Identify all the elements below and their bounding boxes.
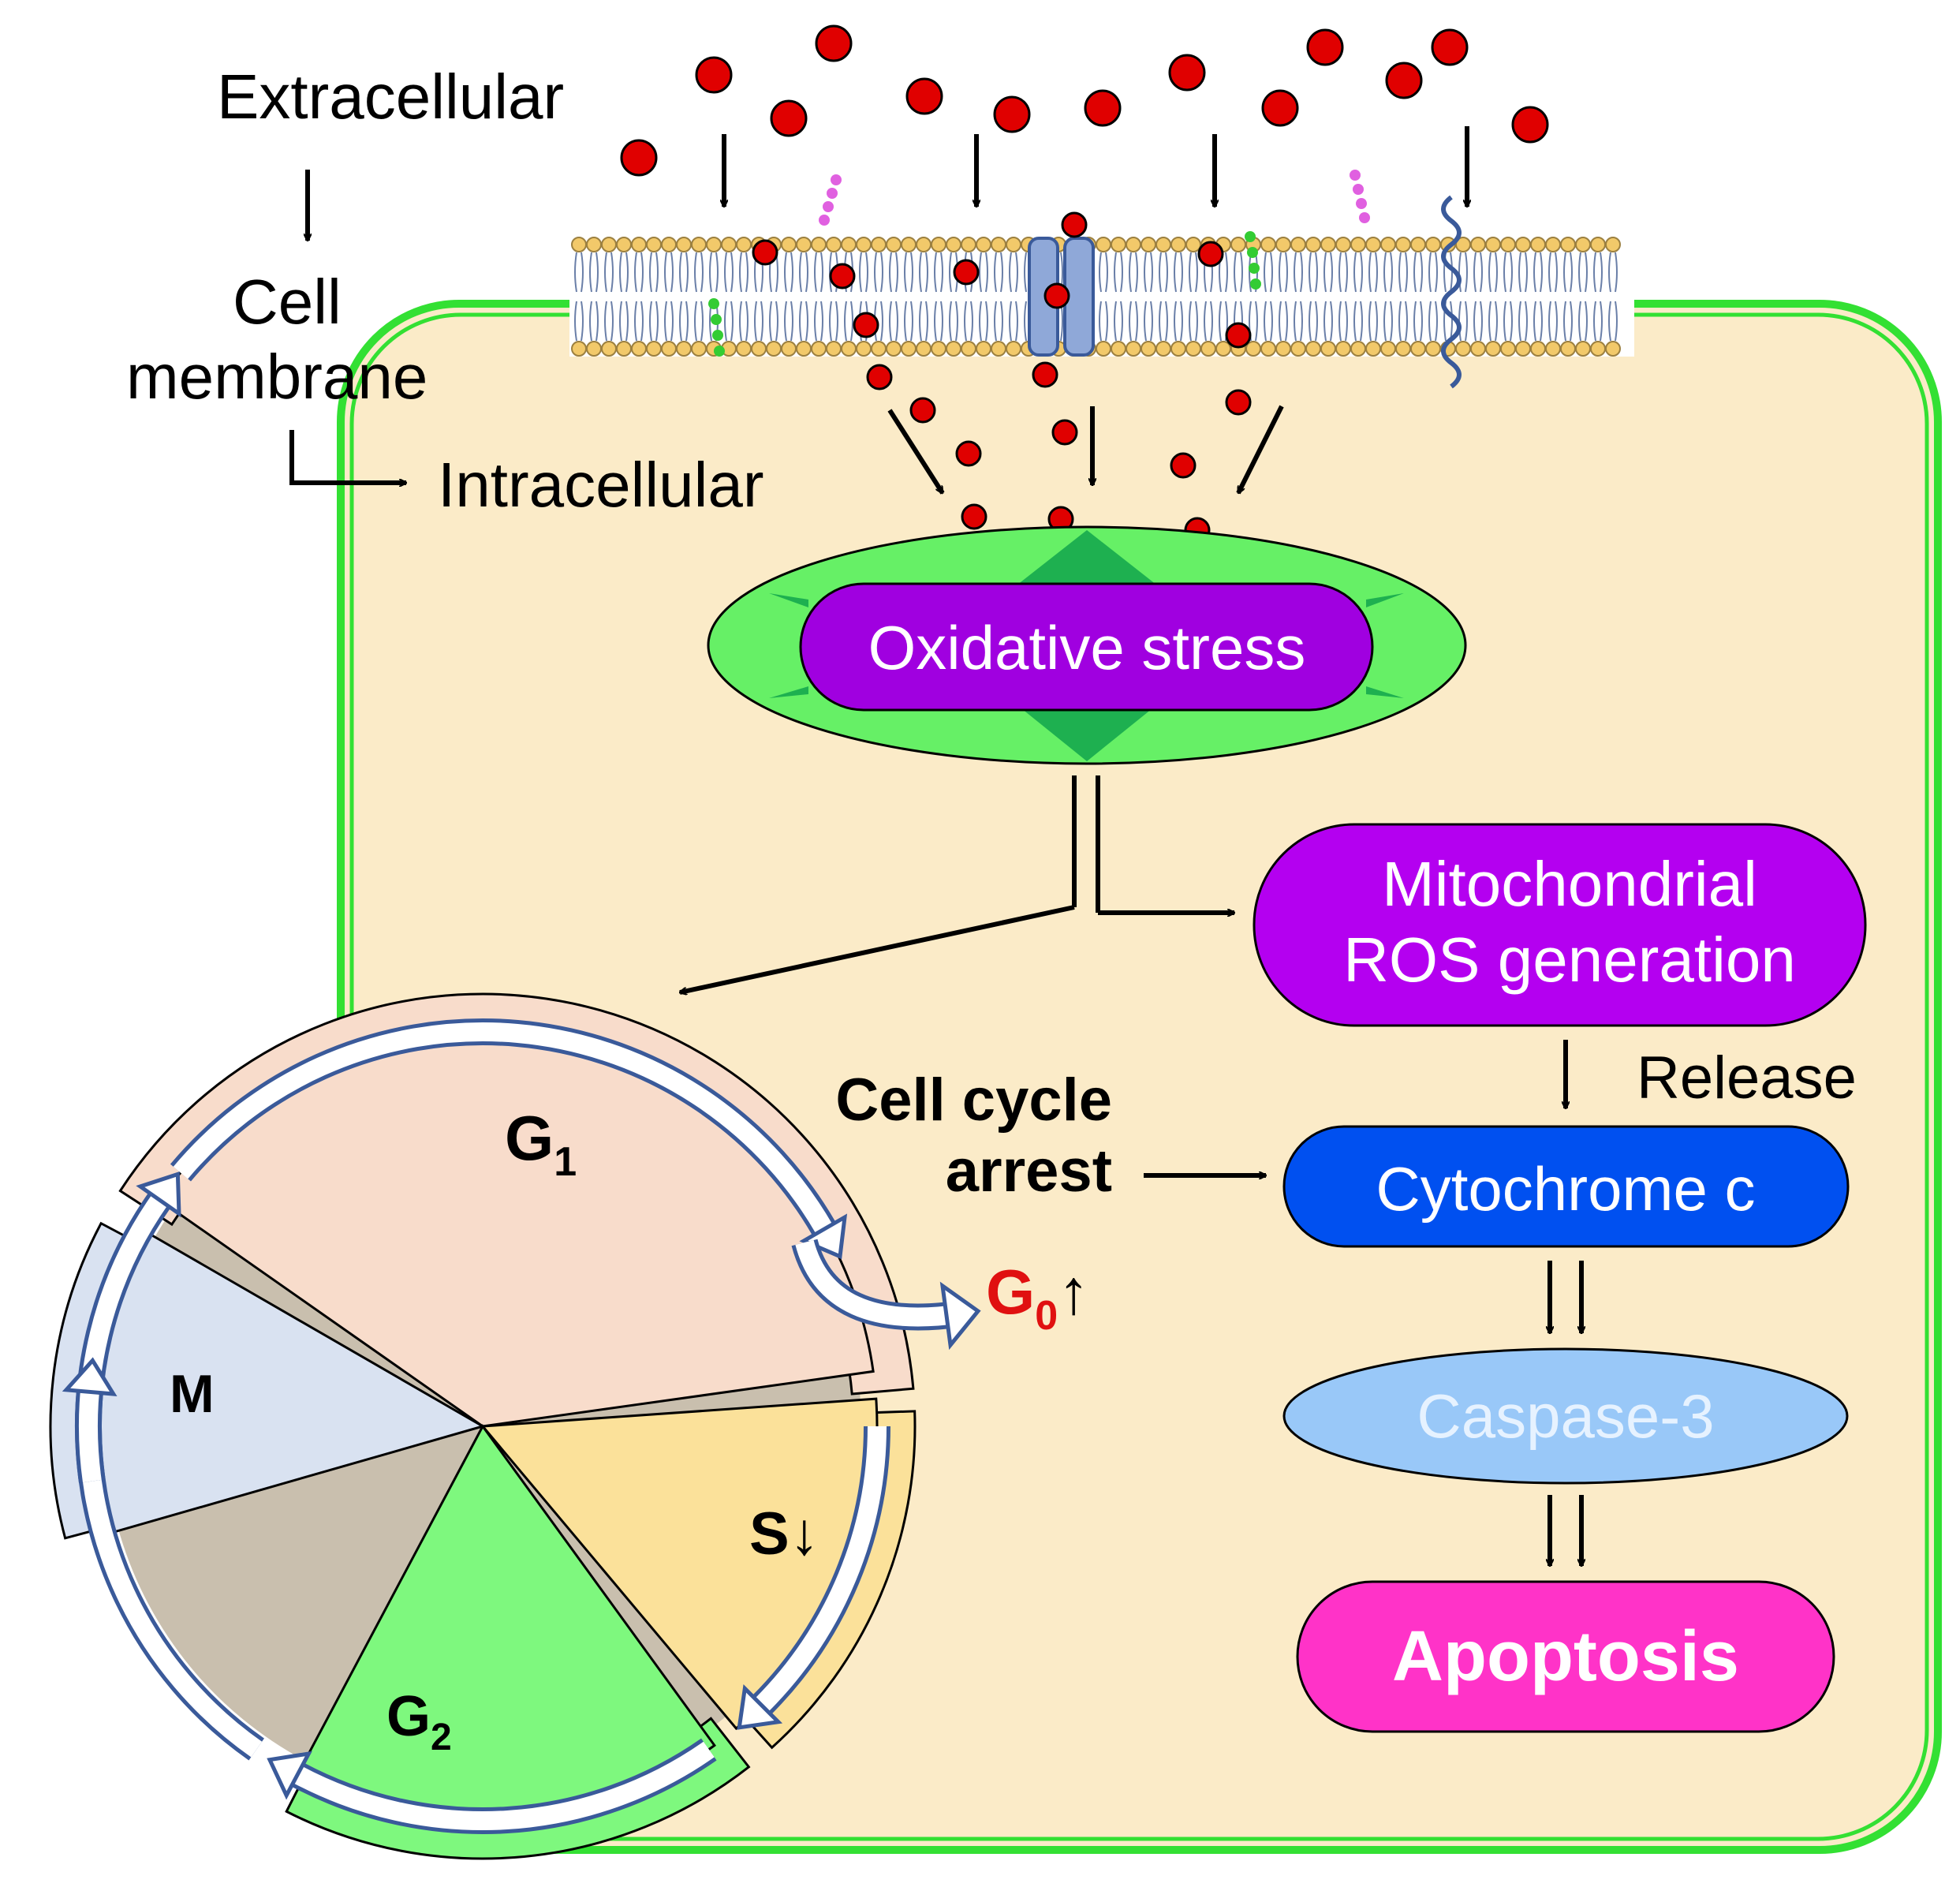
membrane-label: membrane	[126, 342, 427, 412]
mitochondrial-ros-box	[1253, 823, 1867, 1027]
s-phase-label: S↓	[749, 1500, 819, 1568]
cell-cycle-arrest-line1: Cell cycle	[835, 1067, 1112, 1134]
apoptosis-label: Apoptosis	[1392, 1617, 1739, 1696]
double-arrow-2	[1550, 1495, 1581, 1566]
mito-label-line1: Mitochondrial	[1382, 849, 1757, 919]
extracellular-label: Extracellular	[217, 62, 564, 132]
transmembrane-protein	[1441, 195, 1462, 389]
g2-label: G2	[386, 1685, 452, 1758]
cell-membrane-bilayer	[569, 237, 1634, 357]
cytochrome-c-label: Cytochrome c	[1376, 1154, 1755, 1224]
m-label: M	[170, 1364, 215, 1424]
cell-label: Cell	[233, 267, 342, 337]
glycolipid-chains	[708, 170, 1370, 357]
g1-label: G1	[505, 1103, 577, 1185]
ros-particles	[620, 24, 1549, 544]
entry-arrows	[724, 126, 1467, 493]
cytochrome-c-box	[1282, 1125, 1850, 1248]
oxidative-stress-label: Oxidative stress	[868, 613, 1306, 682]
apoptosis-box	[1296, 1580, 1835, 1733]
caspase-3-ellipse	[1282, 1347, 1849, 1485]
ion-channel	[1028, 237, 1095, 357]
intracellular-label: Intracellular	[438, 450, 764, 520]
g0-label: G0↑	[986, 1257, 1089, 1339]
caspase-3-label: Caspase-3	[1417, 1381, 1714, 1451]
intracellular-arrow	[289, 430, 406, 483]
oxidative-stress-box	[799, 582, 1374, 712]
cell-cycle-arrest-line2: arrest	[946, 1138, 1112, 1205]
stress-branch-lines	[680, 775, 1234, 992]
mito-label-line2: ROS generation	[1343, 925, 1796, 995]
double-arrow-1	[1550, 1261, 1581, 1333]
cell-cycle-wheel	[49, 992, 981, 1860]
release-label: Release	[1637, 1044, 1857, 1112]
